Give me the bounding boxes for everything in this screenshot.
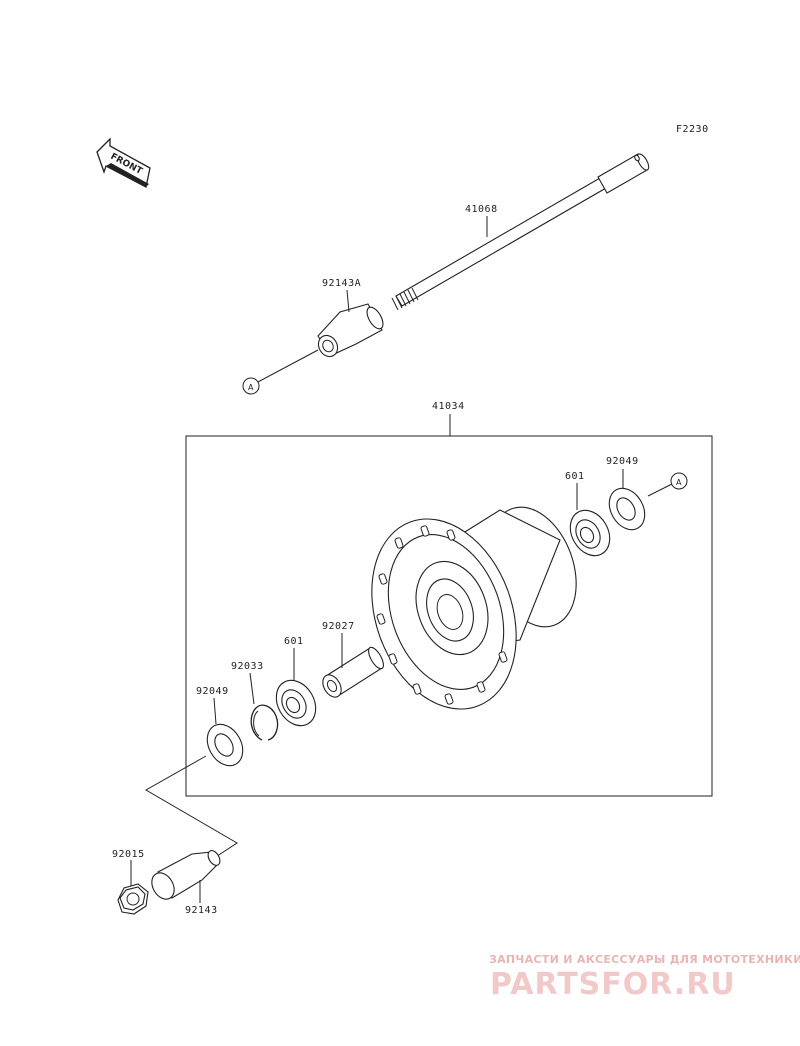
watermark: ЗАПЧАСТИ И АКСЕССУАРЫ ДЛЯ МОТОТЕХНИКИ PA…: [489, 953, 800, 1002]
watermark-tagline: ЗАПЧАСТИ И АКСЕССУАРЫ ДЛЯ МОТОТЕХНИКИ: [489, 953, 800, 966]
label-axle: 41068: [465, 204, 498, 215]
circlip-part: [249, 672, 279, 741]
wheel-hub-part: [371, 506, 577, 710]
label-collar: 92143: [185, 905, 218, 916]
front-arrow-icon: FRONT: [96, 137, 151, 188]
watermark-logo: PARTSFOR.RU: [490, 967, 736, 1002]
ref-marker-right: A: [670, 472, 688, 490]
svg-text:A: A: [248, 383, 254, 392]
label-seal-left: 92049: [196, 686, 229, 697]
label-hub-assembly: 41034: [432, 401, 465, 412]
label-collar-a: 92143A: [322, 278, 361, 289]
axle-part: [391, 153, 650, 311]
bearing-right-part: [569, 483, 611, 557]
label-bearing-left: 601: [284, 636, 304, 647]
collar-a-part: [317, 289, 384, 358]
label-seal-right: 92049: [606, 456, 639, 467]
diagram-code: F2230: [676, 124, 709, 135]
seal-left-part: [206, 697, 244, 767]
spacer-part: [322, 633, 384, 698]
seal-right-part: [608, 469, 646, 531]
bearing-left-part: [275, 648, 317, 727]
collar-part: [151, 850, 221, 903]
label-bearing-right: 601: [565, 471, 585, 482]
label-spacer: 92027: [322, 621, 355, 632]
hub-assembly-box: [185, 435, 713, 797]
label-circlip: 92033: [231, 661, 264, 672]
label-nut: 92015: [112, 849, 145, 860]
ref-marker-left: A: [242, 377, 260, 395]
svg-text:A: A: [676, 478, 682, 487]
nut-part: [117, 860, 149, 915]
